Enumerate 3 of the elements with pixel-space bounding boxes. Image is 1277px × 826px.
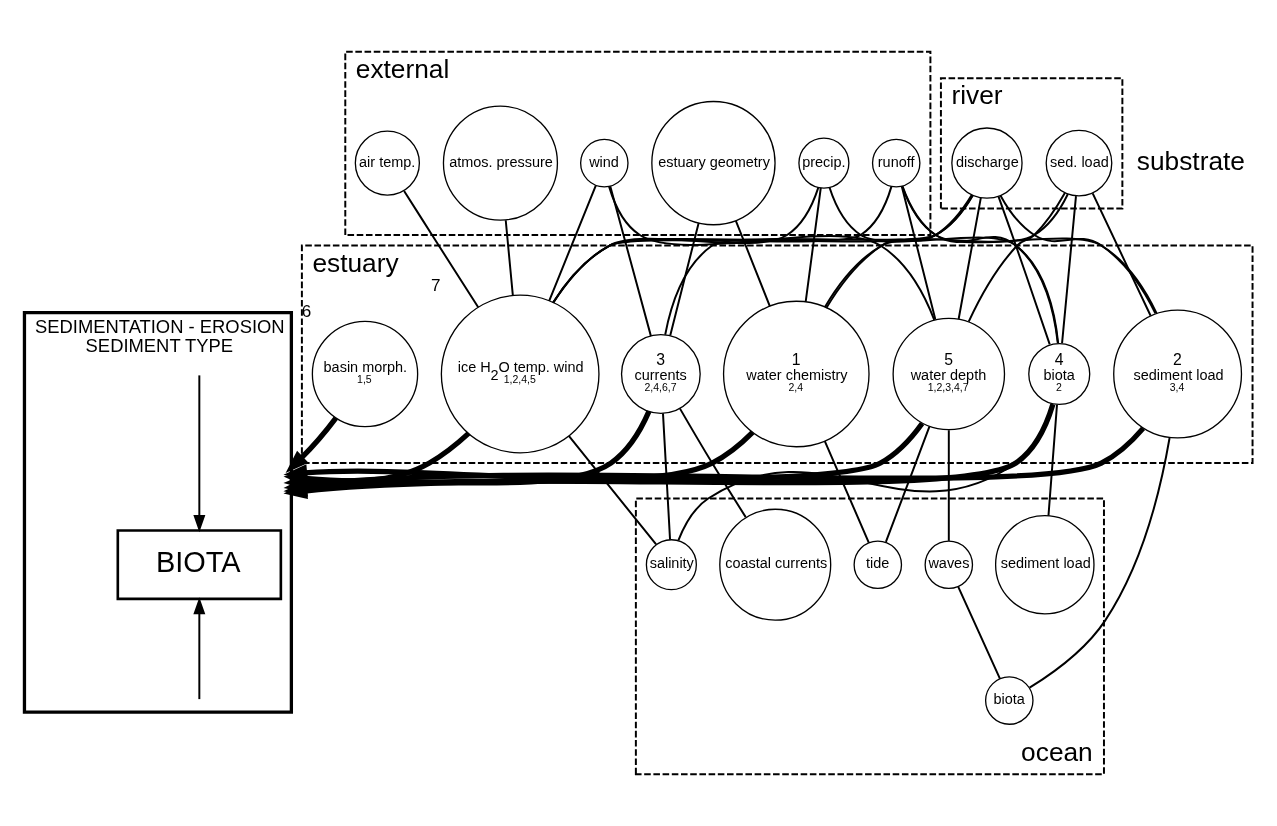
node-label: 6 xyxy=(301,301,312,321)
label: substrate xyxy=(1136,145,1245,176)
node-label: 7 xyxy=(431,275,441,295)
